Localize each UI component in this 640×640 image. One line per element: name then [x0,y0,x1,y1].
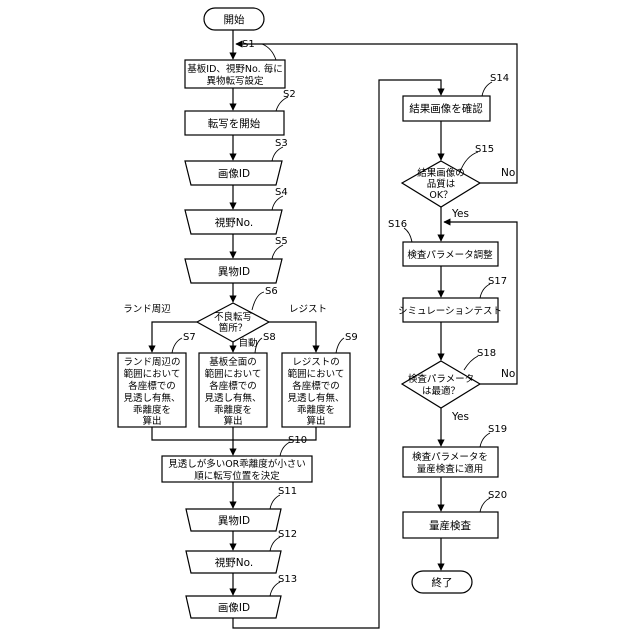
step-label-s4: S4 [275,187,288,198]
step-s14: 結果画像を確認 [403,96,490,121]
step-s6: 不良転写 箇所？ [197,303,269,342]
step-s9-line-3: 各座標での [292,380,340,392]
step-label-s16: S16 [388,219,407,230]
step-s4: 視野No. [185,210,282,234]
step-s11-line-1: 異物ID [218,514,250,527]
step-s7-line-4: 見透し有無、 [123,392,180,404]
step-s6-line-1: 不良転写 [214,311,252,323]
step-label-s17: S17 [488,276,507,287]
step-s9-line-5: 乖離度を [297,404,335,416]
step-s3: 画像ID [185,161,282,185]
step-s2-line-1: 転写を開始 [208,117,261,130]
step-s10: 見透しが多いOR乖離度が小さい 順に転写位置を決定 [162,456,312,482]
step-s18: 検査パラメータ は最適？ [402,361,480,408]
step-label-s20: S20 [488,490,507,501]
step-s9-line-1: レジストの [292,357,340,368]
step-s4-line-1: 視野No. [215,216,253,229]
step-s19-line-1: 検査パラメータを [412,451,488,463]
terminal-start-label: 開始 [224,13,245,26]
step-s9-line-4: 見透し有無、 [287,392,344,404]
branch-label-auto: 自動 [238,337,257,349]
step-s7-line-5: 乖離度を [133,404,171,416]
step-s8-line-2: 範囲において [205,368,262,380]
step-s19-line-2: 量産検査に適用 [417,463,484,475]
step-s15: 結果画像の 品質は OK？ [402,161,480,207]
step-label-s1: S1 [242,39,255,50]
step-s17: シミュレーションテスト [398,298,502,322]
step-s1-line-2: 異物転写設定 [206,75,264,87]
step-s12-line-1: 視野No. [215,556,253,569]
terminal-start: 開始 [204,8,264,30]
step-s13-line-1: 画像ID [218,602,250,614]
step-s8-line-5: 乖離度を [214,404,252,416]
terminal-end-label: 終了 [432,576,453,589]
step-s1: 基板ID、視野No. 毎に 異物転写設定 [185,60,285,88]
step-s5-line-1: 異物ID [218,265,250,278]
step-s20-line-1: 量産検査 [429,519,471,532]
step-s18-line-2: は最適？ [422,385,460,397]
step-s12: 視野No. [186,551,281,573]
step-label-s11: S11 [278,486,297,497]
arrow-s6-s9 [269,322,316,352]
branch-label-s15-yes: Yes [451,208,469,220]
step-s17-line-1: シミュレーションテスト [398,306,502,317]
step-s16-line-1: 検査パラメータ調整 [407,249,493,261]
step-s8-line-4: 見透し有無、 [204,392,261,404]
step-s6-line-2: 箇所？ [219,322,248,334]
step-label-s7: S7 [183,332,196,343]
step-label-s5: S5 [275,236,288,247]
step-label-s9: S9 [345,332,358,343]
step-s8: 基板全面の 範囲において 各座標での 見透し有無、 乖離度を 算出 [199,353,267,427]
step-s9: レジストの 範囲において 各座標での 見透し有無、 乖離度を 算出 [282,353,350,427]
step-s13: 画像ID [186,596,281,618]
step-s7: ランド周辺の 範囲において 各座標での 見透し有無、 乖離度を 算出 [118,353,186,427]
step-label-s10: S10 [288,435,307,446]
step-s7-line-6: 算出 [142,415,161,427]
step-s10-line-1: 見透しが多いOR乖離度が小さい [168,458,306,470]
step-s1-line-1: 基板ID、視野No. 毎に [187,63,282,75]
step-s7-line-3: 各座標での [128,380,176,392]
step-s15-line-1: 結果画像の [417,167,465,179]
step-s8-line-3: 各座標での [209,380,257,392]
step-s11: 異物ID [186,509,281,531]
branch-label-s18-no: No [501,368,515,380]
step-s14-line-1: 結果画像を確認 [409,102,483,115]
step-s8-line-1: 基板全面の [209,356,257,368]
step-s9-line-2: 範囲において [288,368,345,380]
step-s7-line-2: 範囲において [124,368,181,380]
step-label-s6: S6 [265,286,278,297]
step-label-s2: S2 [283,89,296,100]
step-s3-line-1: 画像ID [218,168,250,180]
step-label-s15: S15 [475,144,494,155]
step-label-s12: S12 [278,529,297,540]
step-s19: 検査パラメータを 量産検査に適用 [403,447,498,477]
step-s16: 検査パラメータ調整 [403,242,498,266]
step-s15-line-2: 品質は [427,178,456,190]
step-label-s19: S19 [488,424,507,435]
step-label-s8: S8 [263,332,276,343]
step-s8-line-6: 算出 [223,415,242,427]
terminal-end: 終了 [412,571,472,593]
step-label-s3: S3 [275,138,288,149]
step-s7-line-1: ランド周辺の [123,357,180,368]
branch-label-land: ランド周辺 [123,304,171,315]
step-s18-line-1: 検査パラメータ [408,373,474,385]
step-label-s14: S14 [490,73,509,84]
branch-label-resist: レジスト [289,304,327,315]
step-label-s13: S13 [278,574,297,585]
step-s5: 異物ID [185,259,282,283]
branch-label-s18-yes: Yes [451,411,469,423]
step-s20: 量産検査 [403,512,498,538]
step-s9-line-6: 算出 [306,415,325,427]
step-s10-line-2: 順に転写位置を決定 [194,470,280,482]
step-s15-line-3: OK？ [429,190,452,201]
step-s2: 転写を開始 [185,111,284,135]
step-label-s18: S18 [477,348,496,359]
branch-label-s15-no: No [501,167,515,179]
